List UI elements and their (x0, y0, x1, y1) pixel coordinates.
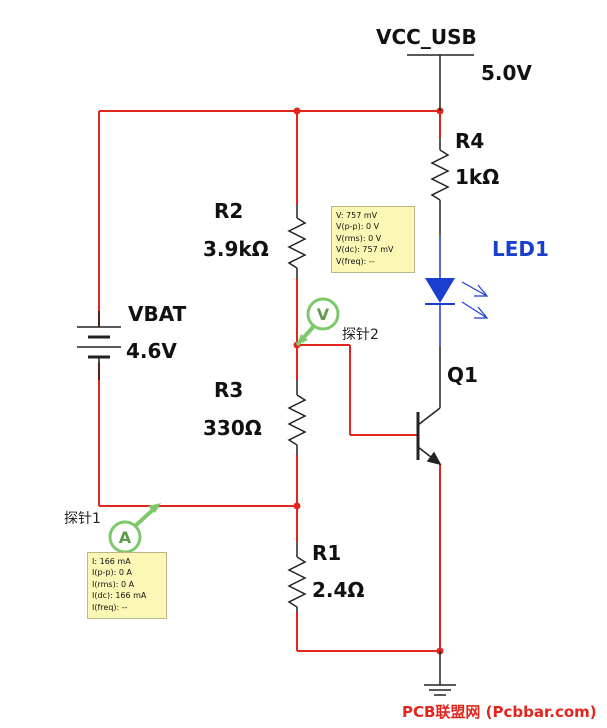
led1-name-label: LED1 (492, 237, 549, 261)
voltmeter-symbol-icon: V (317, 305, 330, 324)
r3-name-label: R3 (214, 378, 243, 402)
junctions (293, 107, 444, 655)
probe1-reading: I(dc): 166 mA (92, 591, 147, 601)
q1-transistor[interactable] (416, 407, 442, 466)
vbat-value-label: 4.6V (126, 339, 177, 363)
probe2-reading: V(p-p): 0 V (336, 222, 380, 232)
probe1-reading: I(rms): 0 A (92, 579, 135, 589)
vbat-battery[interactable] (77, 311, 121, 380)
current-probe-1[interactable]: A (108, 503, 161, 554)
probe2-reading: V(dc): 757 mV (336, 245, 394, 255)
vcc-supply-symbol (407, 54, 474, 111)
wires (98, 110, 441, 652)
r1-value-label: 2.4Ω (312, 578, 364, 602)
probe1-reading: I: 166 mA (92, 557, 131, 566)
r2-resistor[interactable] (287, 205, 307, 278)
r3-resistor[interactable] (287, 380, 307, 455)
vcc-name-label: VCC_USB (376, 25, 477, 49)
q1-name-label: Q1 (447, 363, 478, 387)
probe1-readout: I: 166 mA I(p-p): 0 A I(rms): 0 A I(dc):… (87, 552, 167, 619)
light-emission-icon (461, 281, 489, 319)
r1-name-label: R1 (312, 541, 341, 565)
r1-resistor[interactable] (287, 542, 307, 612)
r4-resistor[interactable] (430, 138, 450, 235)
r2-value-label: 3.9kΩ (203, 237, 269, 261)
vcc-value-label: 5.0V (481, 61, 532, 85)
voltage-probe-2[interactable]: V (295, 297, 340, 347)
probe2-name-label: 探针2 (342, 327, 379, 343)
vbat-name-label: VBAT (128, 302, 187, 326)
watermark-text: PCB联盟网 (Pcbbar.com) (402, 703, 597, 721)
ground-icon (424, 651, 456, 696)
led1-diode[interactable] (425, 235, 489, 408)
r4-name-label: R4 (455, 129, 484, 153)
probe1-reading: I(freq): -- (92, 602, 128, 612)
probe2-readout: V: 757 mV V(p-p): 0 V V(rms): 0 V V(dc):… (331, 206, 415, 273)
probe2-reading: V(freq): -- (336, 256, 375, 266)
probe1-reading: I(p-p): 0 A (92, 568, 132, 578)
r4-value-label: 1kΩ (455, 165, 499, 189)
probe1-name-label: 探针1 (64, 511, 101, 527)
ammeter-symbol-icon: A (119, 528, 132, 547)
r3-value-label: 330Ω (203, 416, 262, 440)
probe2-reading: V(rms): 0 V (336, 233, 382, 243)
r2-name-label: R2 (214, 199, 243, 223)
probe2-reading: V: 757 mV (336, 211, 378, 220)
